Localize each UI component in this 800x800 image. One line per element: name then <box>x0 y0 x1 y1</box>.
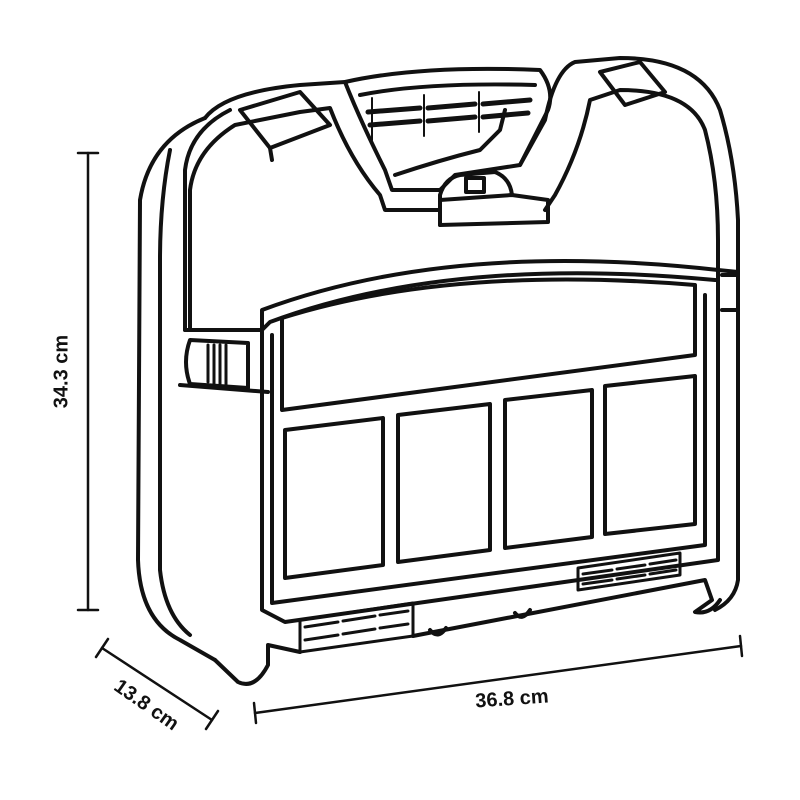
compartment-1 <box>283 416 385 580</box>
width-dimension-line <box>252 634 744 725</box>
carry-handle <box>343 66 553 177</box>
compartment-4 <box>603 374 697 536</box>
front-panel <box>260 288 720 624</box>
bottom-latch-right <box>576 551 682 592</box>
compartment-2 <box>396 402 492 564</box>
side-latch-right <box>720 273 740 312</box>
depth-dimension-line <box>94 637 220 731</box>
height-dimension-line <box>76 151 100 612</box>
height-dimension-label: 34.3 cm <box>50 334 73 409</box>
compartment-3 <box>503 388 594 550</box>
side-latch <box>178 338 270 394</box>
case-base <box>213 578 722 686</box>
case-side-shell <box>136 116 217 662</box>
lid-clamp-right <box>598 60 667 107</box>
center-latch <box>438 170 550 227</box>
compartments <box>283 374 697 580</box>
case-lid <box>183 56 740 612</box>
bottom-latch-left <box>298 601 415 654</box>
lid-seam <box>183 259 740 332</box>
label-window <box>280 277 697 412</box>
lid-clamp-left <box>238 90 332 162</box>
